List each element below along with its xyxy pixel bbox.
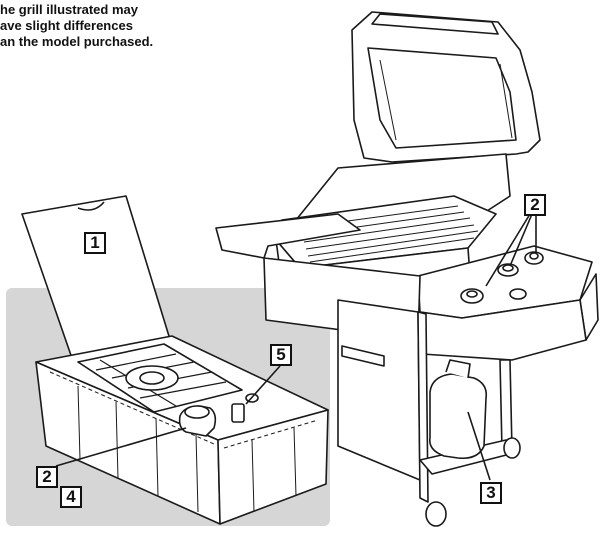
main-grill <box>215 11 599 527</box>
lid-handle <box>371 13 499 35</box>
cabinet-door-handle <box>341 345 385 367</box>
side-burner-unit <box>21 195 329 525</box>
cart-cabinet <box>337 299 421 481</box>
callout-5-igniter: 5 <box>270 344 292 366</box>
callout-2-control-knobs: 2 <box>524 194 546 216</box>
note-line-2: ave slight differences <box>0 18 133 33</box>
callout-1-lid: 1 <box>84 232 106 254</box>
callout-2-side-burner-knob: 2 <box>36 466 58 488</box>
propane-tank <box>428 373 488 460</box>
rear-wheel <box>503 437 521 459</box>
front-wheel <box>425 501 447 527</box>
disclaimer-note: he grill illustrated may ave slight diff… <box>0 2 230 50</box>
callout-4-side-burner: 4 <box>60 486 82 508</box>
left-side-table <box>215 213 361 259</box>
igniter-button <box>509 288 527 300</box>
lid-inner-panel <box>367 47 517 149</box>
callout-3-propane-tank: 3 <box>480 482 502 504</box>
note-line-3: an the model purchased. <box>0 34 154 49</box>
note-line-1: he grill illustrated may <box>0 2 138 17</box>
